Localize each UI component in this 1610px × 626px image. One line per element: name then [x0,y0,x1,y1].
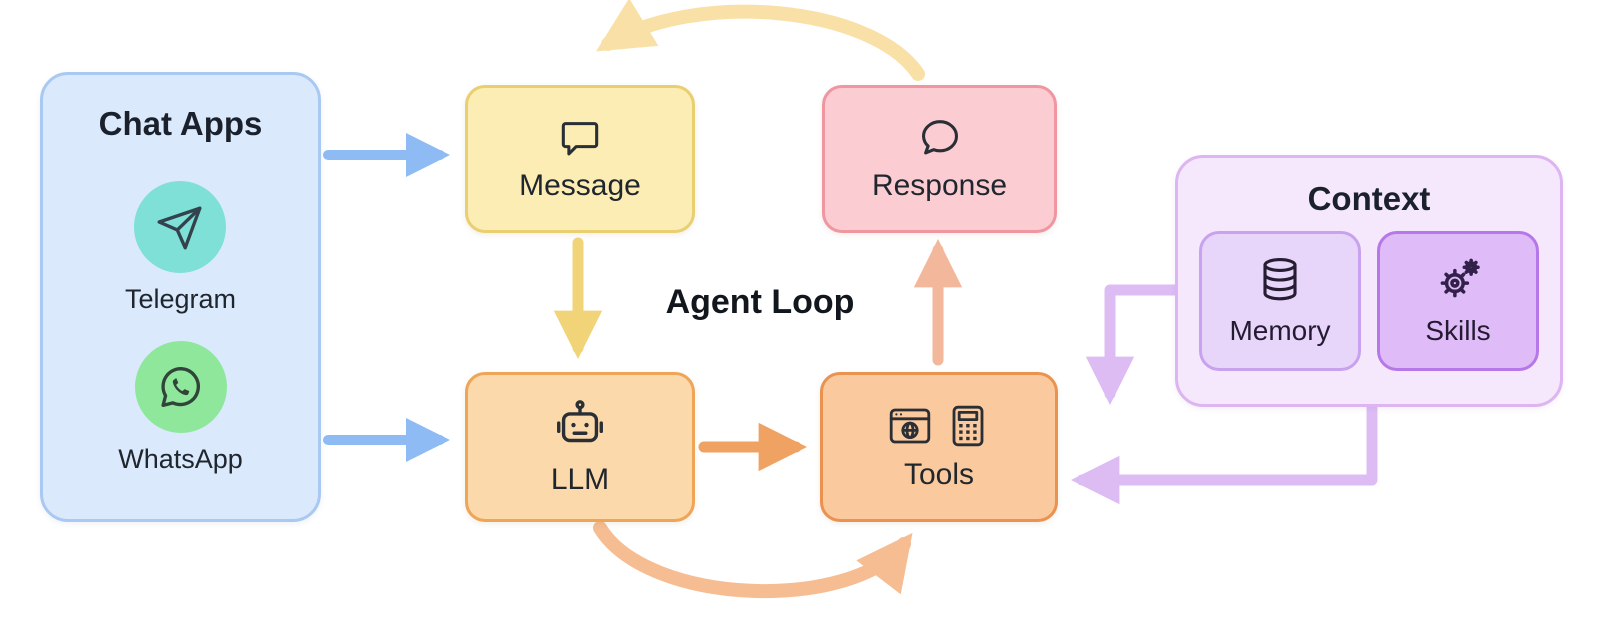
llm-node: LLM [465,372,695,522]
robot-icon [551,397,609,455]
message-label: Message [519,169,641,202]
telegram-label: Telegram [124,284,237,314]
arrow-response-to-message-loop [596,0,925,81]
square-speech-bubble-icon [557,115,603,161]
context-panel: Context Memory [1175,155,1563,407]
skills-label: Skills [1425,315,1491,346]
tools-node: Tools [820,372,1058,522]
arrow-context-to-tools-lower [1071,402,1378,505]
telegram-icon [134,181,227,273]
chat-apps-panel: Chat Apps Telegram WhatsApp [40,72,321,522]
chat-app-whatsapp: WhatsApp [118,341,243,475]
skills-node: Skills [1377,231,1539,371]
chat-app-telegram: Telegram [125,181,236,315]
context-row: Memory Skills [1199,231,1539,371]
agent-loop-label: Agent Loop [665,283,855,321]
calculator-icon [952,405,984,447]
gears-icon [1433,255,1483,310]
memory-label: Memory [1229,315,1331,346]
message-node: Message [465,85,695,233]
chat-apps-title: Chat Apps [98,105,263,142]
response-label: Response [871,169,1008,202]
llm-label: LLM [550,463,610,496]
arrow-context-to-tools-upper [1085,284,1184,405]
whatsapp-label: WhatsApp [118,444,243,474]
arrow-llm-to-tools-loop [593,521,913,599]
response-node: Response [822,85,1057,233]
browser-globe-icon [889,408,931,444]
whatsapp-icon [134,341,227,433]
database-icon [1255,255,1305,310]
browser-and-calculator-icon [886,402,992,450]
memory-node: Memory [1199,231,1361,371]
round-speech-bubble-icon [917,115,963,161]
tools-label: Tools [903,458,975,491]
context-title: Context [1307,180,1431,217]
